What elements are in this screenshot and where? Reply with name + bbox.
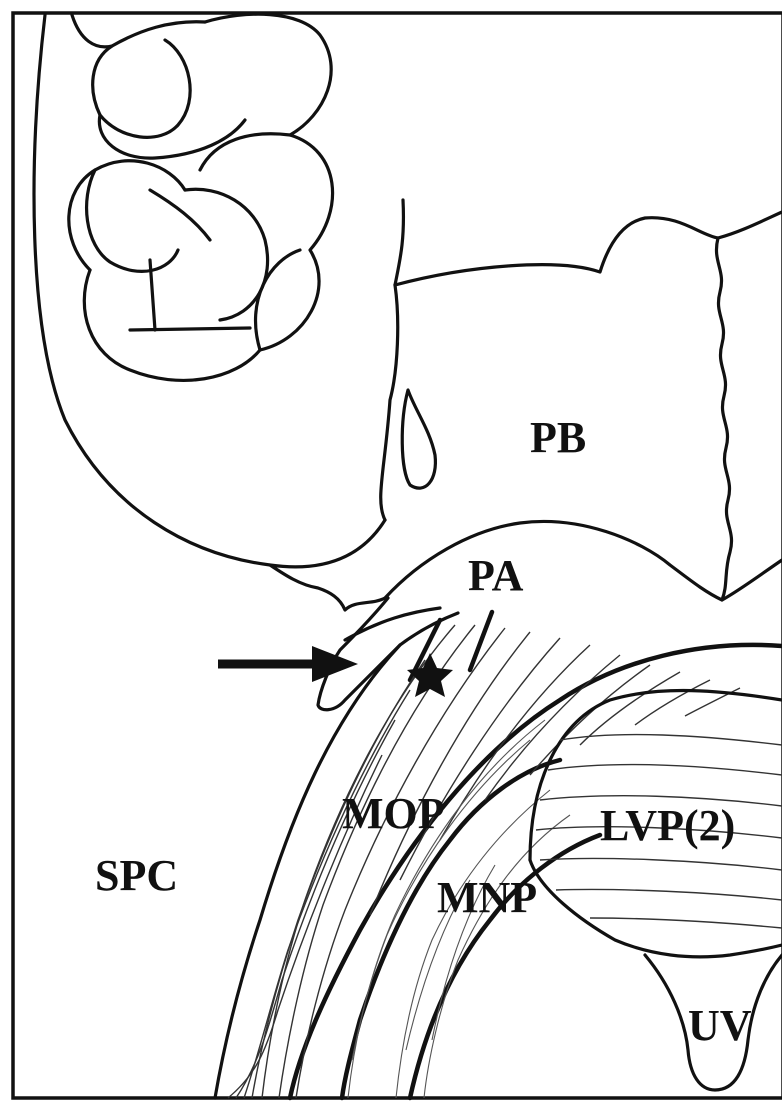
label-uv: UV [688, 1001, 752, 1050]
label-pb: PB [530, 413, 586, 462]
mop-fibers [228, 625, 740, 1098]
arrow-right-icon [218, 646, 358, 682]
pa-region [270, 521, 782, 709]
label-pa: PA [468, 551, 524, 600]
figure-frame [13, 13, 782, 1098]
star-icon [407, 653, 453, 697]
label-mnp: MNP [437, 873, 537, 922]
label-mop: MOP [342, 789, 445, 838]
coiled-structure [34, 14, 385, 567]
label-lvp: LVP(2) [600, 801, 735, 850]
label-spc: SPC [95, 851, 178, 900]
pb-region [381, 200, 782, 600]
